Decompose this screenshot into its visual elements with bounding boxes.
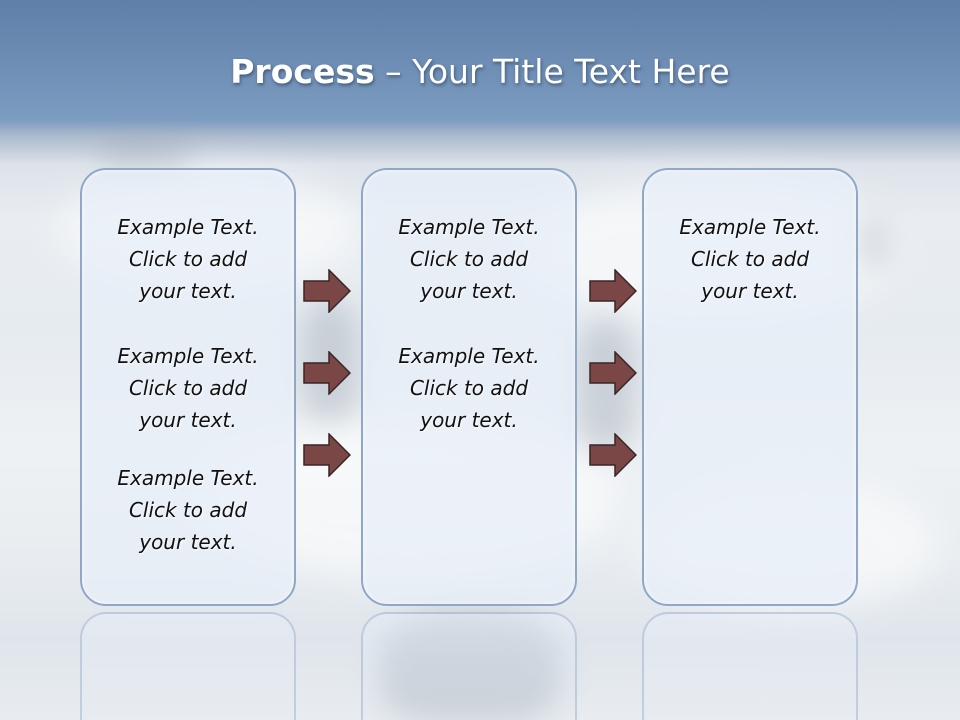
text-placeholder[interactable]: Example Text. Click to add your text. bbox=[642, 211, 858, 307]
text-placeholder[interactable]: Example Text. Click to add your text. bbox=[361, 340, 577, 436]
page-title[interactable]: Process – Your Title Text Here bbox=[0, 52, 960, 91]
title-rest: – Your Title Text Here bbox=[374, 52, 730, 91]
text-line: Click to add bbox=[409, 247, 529, 271]
text-line: your text. bbox=[139, 530, 237, 554]
text-placeholder[interactable]: Example Text. Click to add your text. bbox=[80, 211, 296, 307]
text-line: your text. bbox=[139, 279, 237, 303]
arrow-right-icon[interactable] bbox=[589, 433, 637, 477]
box-reflection bbox=[80, 612, 296, 720]
arrow-right-icon[interactable] bbox=[303, 269, 351, 313]
box-reflection bbox=[361, 612, 577, 720]
arrow-right-icon[interactable] bbox=[303, 351, 351, 395]
arrow-right-icon[interactable] bbox=[589, 269, 637, 313]
text-line: Example Text. bbox=[117, 215, 259, 239]
text-line: Example Text. bbox=[679, 215, 821, 239]
text-line: your text. bbox=[420, 279, 518, 303]
text-line: Click to add bbox=[128, 498, 248, 522]
process-box-1[interactable] bbox=[80, 168, 296, 606]
arrow-right-icon[interactable] bbox=[303, 433, 351, 477]
text-placeholder[interactable]: Example Text. Click to add your text. bbox=[80, 340, 296, 436]
text-line: your text. bbox=[701, 279, 799, 303]
figure-silhouette bbox=[576, 320, 636, 450]
box-reflection bbox=[642, 612, 858, 720]
text-line: your text. bbox=[139, 408, 237, 432]
text-line: Example Text. bbox=[117, 344, 259, 368]
text-line: Example Text. bbox=[117, 466, 259, 490]
process-box-2[interactable] bbox=[361, 168, 577, 606]
text-line: Click to add bbox=[128, 247, 248, 271]
hand-silhouette bbox=[855, 215, 891, 270]
text-line: Example Text. bbox=[398, 215, 540, 239]
arrow-right-icon[interactable] bbox=[589, 351, 637, 395]
title-bold: Process bbox=[230, 52, 375, 91]
text-placeholder[interactable]: Example Text. Click to add your text. bbox=[361, 211, 577, 307]
text-line: your text. bbox=[420, 408, 518, 432]
text-line: Click to add bbox=[409, 376, 529, 400]
text-line: Click to add bbox=[690, 247, 810, 271]
text-line: Example Text. bbox=[398, 344, 540, 368]
text-placeholder[interactable]: Example Text. Click to add your text. bbox=[80, 462, 296, 558]
process-box-3[interactable] bbox=[642, 168, 858, 606]
text-line: Click to add bbox=[128, 376, 248, 400]
